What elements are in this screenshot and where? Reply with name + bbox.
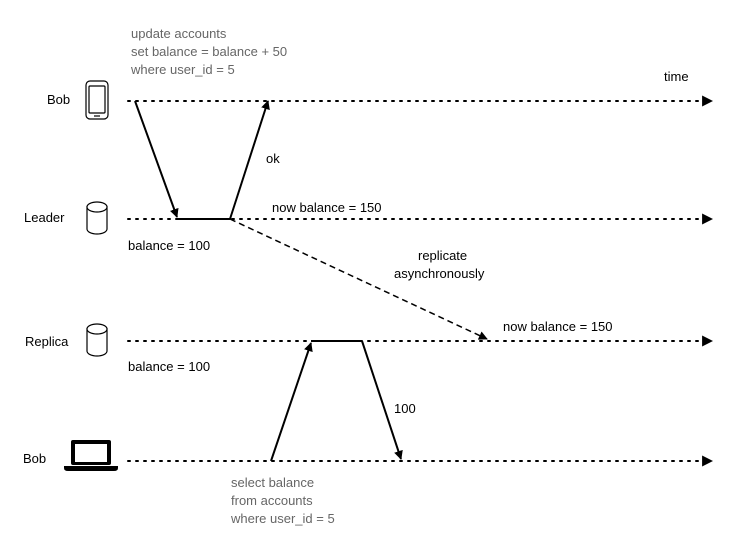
replica-new-balance: now balance = 150 <box>503 319 613 334</box>
replication-arrow <box>229 218 488 340</box>
replica-old-balance: balance = 100 <box>128 359 210 374</box>
write-query-line: update accounts <box>131 26 227 41</box>
read-query-line: select balance <box>231 475 314 490</box>
read-query-line: from accounts <box>231 493 313 508</box>
actor-label-replica: Replica <box>25 334 69 349</box>
database-icon <box>86 323 108 357</box>
read-response-arrow <box>361 340 403 460</box>
replicate-label: asynchronously <box>394 266 485 281</box>
read-request-arrow <box>270 342 313 462</box>
read-query-line: where user_id = 5 <box>230 511 335 526</box>
write-query-line: where user_id = 5 <box>130 62 235 77</box>
leader-old-balance: balance = 100 <box>128 238 210 253</box>
time-axis-label: time <box>664 69 689 84</box>
actor-label-bob-bottom: Bob <box>23 451 46 466</box>
laptop-icon <box>64 440 118 471</box>
leader-new-balance: now balance = 150 <box>272 200 382 215</box>
actor-label-bob-top: Bob <box>47 92 70 107</box>
read-query-note: select balance from accounts where user_… <box>230 475 335 526</box>
ok-response-arrow <box>229 100 270 220</box>
write-query-line: set balance = balance + 50 <box>131 44 287 59</box>
actor-label-leader: Leader <box>24 210 65 225</box>
write-request-arrow <box>134 100 179 218</box>
replicate-label: replicate <box>418 248 467 263</box>
database-icon <box>86 201 108 235</box>
smartphone-icon <box>85 80 109 120</box>
read-result-label: 100 <box>394 401 416 416</box>
write-query-note: update accounts set balance = balance + … <box>130 26 287 77</box>
ok-label: ok <box>266 151 280 166</box>
